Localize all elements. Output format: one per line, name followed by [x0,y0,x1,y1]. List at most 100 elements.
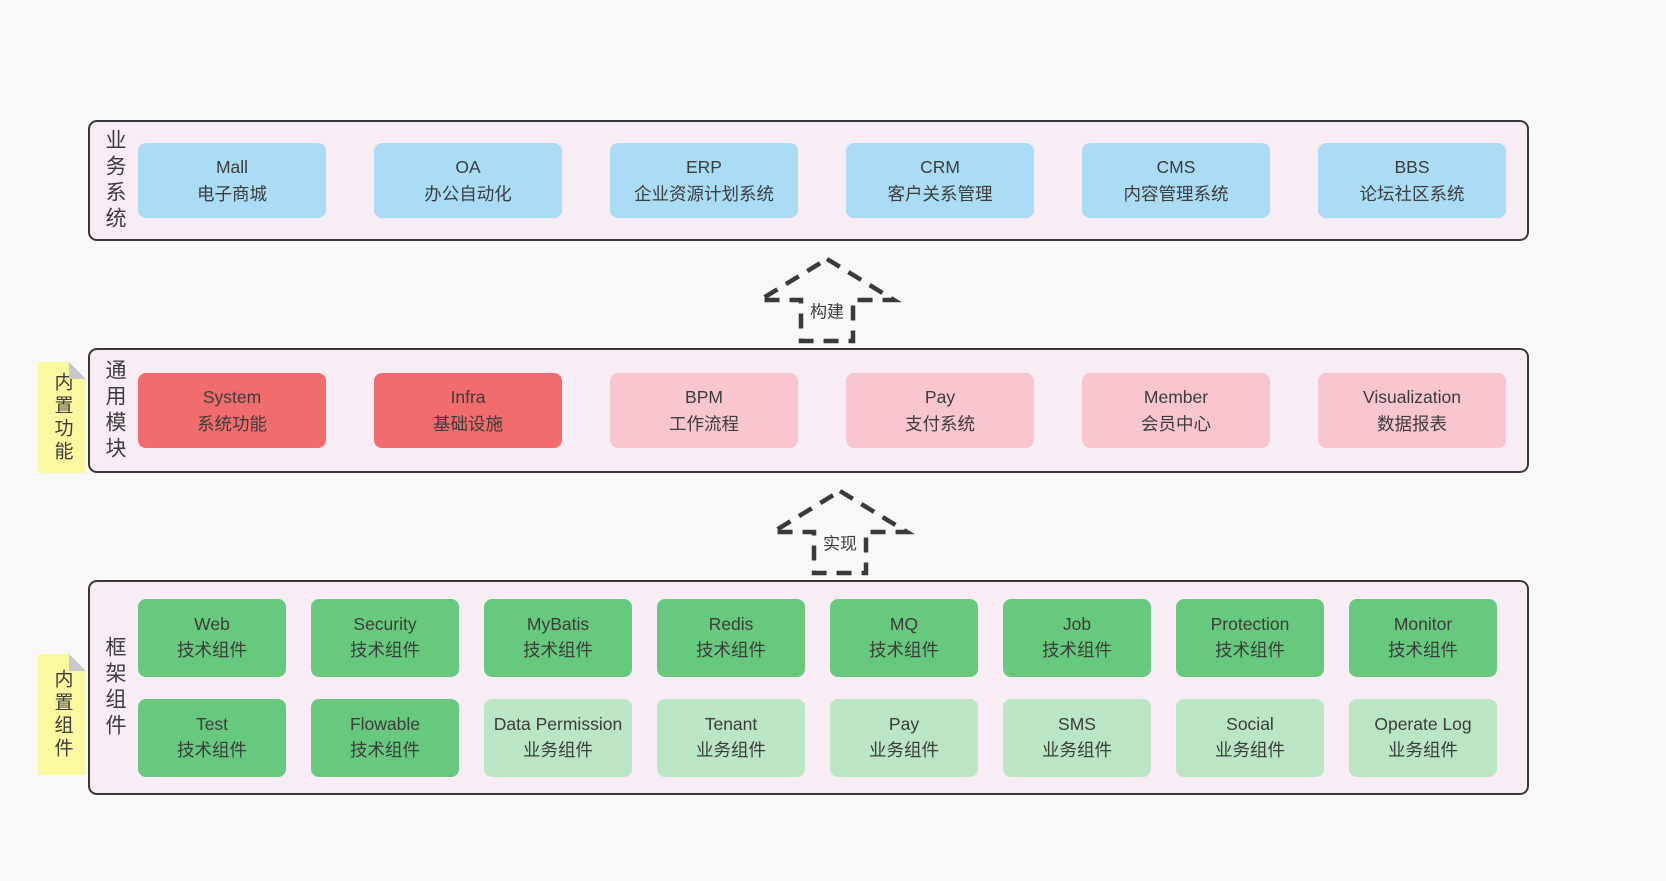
component-title: Protection [1210,614,1290,635]
module-subtitle: 工作流程 [669,413,739,434]
component-social: Social 业务组件 [1176,698,1324,777]
module-title: BPM [685,387,723,408]
component-subtitle: 业务组件 [1042,739,1112,760]
layer-framework-components: 框架组件 Web 技术组件 Security 技术组件 MyBatis 技术组件… [88,580,1529,795]
module-subtitle: 客户关系管理 [887,183,993,204]
layer-business-systems: 业务系统 Mall 电子商城 OA 办公自动化 ERP 企业资源计划系统 CRM… [88,120,1529,241]
module-subtitle: 企业资源计划系统 [634,183,774,204]
module-title: Visualization [1363,387,1461,408]
component-subtitle: 技术组件 [350,739,420,760]
module-infra: Infra 基础设施 [374,373,562,448]
module-mall: Mall 电子商城 [138,143,326,218]
component-title: Redis [708,614,754,635]
sticky-built-in-components: 内置组件 [38,654,86,775]
module-title: OA [455,157,481,178]
implement-arrow-label: 实现 [820,528,860,556]
component-subtitle: 业务组件 [1215,739,1285,760]
module-subtitle: 论坛社区系统 [1359,183,1465,204]
component-mq: MQ 技术组件 [830,598,978,677]
component-web: Web 技术组件 [138,598,286,677]
framework-rows: Web 技术组件 Security 技术组件 MyBatis 技术组件 Redi… [138,598,1511,777]
component-flowable: Flowable 技术组件 [311,698,459,777]
module-visualization: Visualization 数据报表 [1318,373,1506,448]
layer-common-label: 通用模块 [103,358,126,463]
build-arrow-label: 构建 [807,296,847,324]
sticky-fold-corner [69,654,86,671]
module-subtitle: 系统功能 [197,413,267,434]
component-sms: SMS 业务组件 [1003,698,1151,777]
module-subtitle: 办公自动化 [424,183,512,204]
component-operate-log: Operate Log 业务组件 [1349,698,1497,777]
component-title: MyBatis [526,614,590,635]
component-subtitle: 技术组件 [1388,639,1458,660]
module-member: Member 会员中心 [1082,373,1270,448]
component-title: Flowable [349,714,421,735]
component-title: Tenant [704,714,758,735]
implement-arrow: 实现 [765,487,915,576]
module-bpm: BPM 工作流程 [610,373,798,448]
module-title: Pay [924,387,956,408]
sticky-text: 内置功能 [51,371,73,464]
component-subtitle: 业务组件 [523,739,593,760]
component-protection: Protection 技术组件 [1176,598,1324,677]
module-title: Mall [215,157,249,178]
up-arrow-icon [752,256,902,344]
component-subtitle: 技术组件 [1215,639,1285,660]
module-subtitle: 内容管理系统 [1123,183,1229,204]
module-crm: CRM 客户关系管理 [846,143,1034,218]
component-test: Test 技术组件 [138,698,286,777]
component-mybatis: MyBatis 技术组件 [484,598,632,677]
component-title: SMS [1058,714,1096,735]
module-bbs: BBS 论坛社区系统 [1318,143,1506,218]
up-arrow-icon [765,488,915,576]
component-job: Job 技术组件 [1003,598,1151,677]
component-subtitle: 技术组件 [350,639,420,660]
component-title: MQ [889,614,919,635]
component-monitor: Monitor 技术组件 [1349,598,1497,677]
component-subtitle: 技术组件 [869,639,939,660]
module-title: Infra [450,387,486,408]
build-arrow: 构建 [752,255,902,344]
component-data-permission: Data Permission 业务组件 [484,698,632,777]
component-subtitle: 业务组件 [869,739,939,760]
module-title: CMS [1156,157,1196,178]
component-title: Social [1226,714,1274,735]
component-subtitle: 技术组件 [177,639,247,660]
component-subtitle: 技术组件 [1042,639,1112,660]
framework-row-1: Web 技术组件 Security 技术组件 MyBatis 技术组件 Redi… [138,598,1511,677]
module-title: ERP [686,157,722,178]
business-modules-row: Mall 电子商城 OA 办公自动化 ERP 企业资源计划系统 CRM 客户关系… [138,143,1511,218]
module-title: System [202,387,262,408]
module-erp: ERP 企业资源计划系统 [610,143,798,218]
component-pay: Pay 业务组件 [830,698,978,777]
module-subtitle: 基础设施 [433,413,503,434]
component-title: Data Permission [493,714,623,735]
component-subtitle: 业务组件 [696,739,766,760]
component-security: Security 技术组件 [311,598,459,677]
sticky-built-in-features: 内置功能 [38,362,86,473]
component-title: Operate Log [1374,714,1472,735]
layer-business-label: 业务系统 [103,128,126,233]
component-subtitle: 技术组件 [177,739,247,760]
module-subtitle: 会员中心 [1141,413,1211,434]
module-pay: Pay 支付系统 [846,373,1034,448]
component-title: Security [353,614,417,635]
sticky-fold-corner [69,362,86,379]
layer-common-modules: 通用模块 System 系统功能 Infra 基础设施 BPM 工作流程 Pay… [88,348,1529,473]
component-subtitle: 技术组件 [523,639,593,660]
module-title: CRM [920,157,960,178]
component-title: Web [194,614,230,635]
module-title: BBS [1394,157,1430,178]
component-title: Monitor [1393,614,1453,635]
framework-row-2: Test 技术组件 Flowable 技术组件 Data Permission … [138,698,1511,777]
component-subtitle: 业务组件 [1388,739,1458,760]
module-system: System 系统功能 [138,373,326,448]
module-title: Member [1143,387,1209,408]
module-subtitle: 电子商城 [197,183,267,204]
component-title: Job [1062,614,1092,635]
layer-framework-label: 框架组件 [103,635,126,740]
module-oa: OA 办公自动化 [374,143,562,218]
component-tenant: Tenant 业务组件 [657,698,805,777]
component-redis: Redis 技术组件 [657,598,805,677]
module-subtitle: 数据报表 [1377,413,1447,434]
